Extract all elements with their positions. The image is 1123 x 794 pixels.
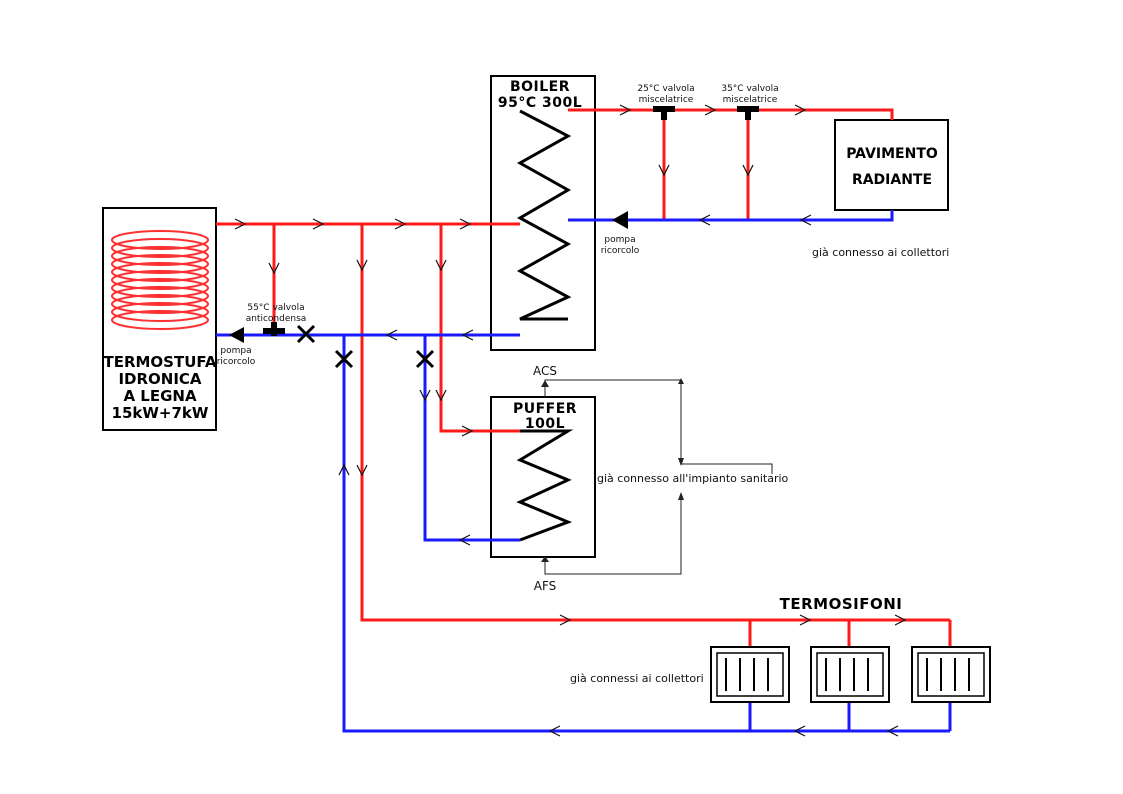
boiler-pump-label-2: ricorcolo <box>601 246 640 256</box>
stove-title-4: 15kW+7kW <box>112 404 209 422</box>
mixing-valve-35-label-1: 35°C valvola <box>721 84 778 94</box>
stove-pump-label-1: pompa <box>220 346 251 356</box>
boiler-pump-icon <box>612 211 628 229</box>
stove-pump-icon <box>229 327 244 343</box>
shutoff-cross-icon <box>296 324 316 344</box>
radiators-title: TERMOSIFONI <box>780 595 903 613</box>
boiler-title-1: BOILER <box>510 79 570 95</box>
mixing-valve-25-icon <box>653 106 675 120</box>
boiler-pump-label-1: pompa <box>604 235 635 245</box>
radiators-note: già connessi ai collettori <box>570 672 704 685</box>
boiler-title-2: 95°C 300L <box>498 95 582 111</box>
mixing-valve-25-label-1: 25°C valvola <box>637 84 694 94</box>
stove-title-2: IDRONICA <box>118 370 201 388</box>
puffer-coil-icon <box>516 429 574 542</box>
cold-pipes <box>216 210 952 733</box>
stove-pump-label-2: ricorcolo <box>217 357 256 367</box>
stove-title-3: A LEGNA <box>123 387 197 405</box>
afs-label: AFS <box>534 579 557 593</box>
acs-label: ACS <box>533 364 557 378</box>
sanitary-note: già connesso all'impianto sanitario <box>597 472 789 485</box>
floor-heating-unit: PAVIMENTO RADIANTE <box>834 119 949 211</box>
stove-title-1: TERMOSTUFA <box>103 353 216 371</box>
floor-title-1: PAVIMENTO <box>846 146 938 162</box>
puffer-unit: PUFFER 100L <box>490 396 596 558</box>
shutoff-cross-icon <box>334 349 354 369</box>
mixing-valve-35-label-2: miscelatrice <box>723 95 778 105</box>
mixing-valve-25-label-2: miscelatrice <box>639 95 694 105</box>
floor-note: già connesso ai collettori <box>812 246 949 259</box>
anticondensing-valve-label-2: anticondensa <box>246 314 307 324</box>
sanitary-lines <box>541 378 773 575</box>
boiler-coil-icon <box>516 109 572 321</box>
radiator-icon <box>810 646 890 703</box>
anticondensing-valve-label-1: 55°C valvola <box>247 303 304 313</box>
stove-unit: TERMOSTUFA IDRONICA A LEGNA 15kW+7kW <box>102 207 217 431</box>
puffer-title-1: PUFFER <box>513 401 577 417</box>
mixing-valve-35-icon <box>737 106 759 120</box>
floor-heating-box <box>834 119 949 211</box>
anticondensing-valve-icon <box>263 322 285 336</box>
floor-title-2: RADIANTE <box>852 172 932 188</box>
puffer-box <box>490 396 596 558</box>
stove-coil-icon <box>111 230 209 330</box>
boiler-unit: BOILER 95°C 300L <box>490 75 596 351</box>
shutoff-cross-icon <box>415 349 435 369</box>
hot-pipes <box>216 108 952 647</box>
puffer-title-2: 100L <box>525 416 565 432</box>
radiator-icon <box>710 646 790 703</box>
radiator-icon <box>911 646 991 703</box>
